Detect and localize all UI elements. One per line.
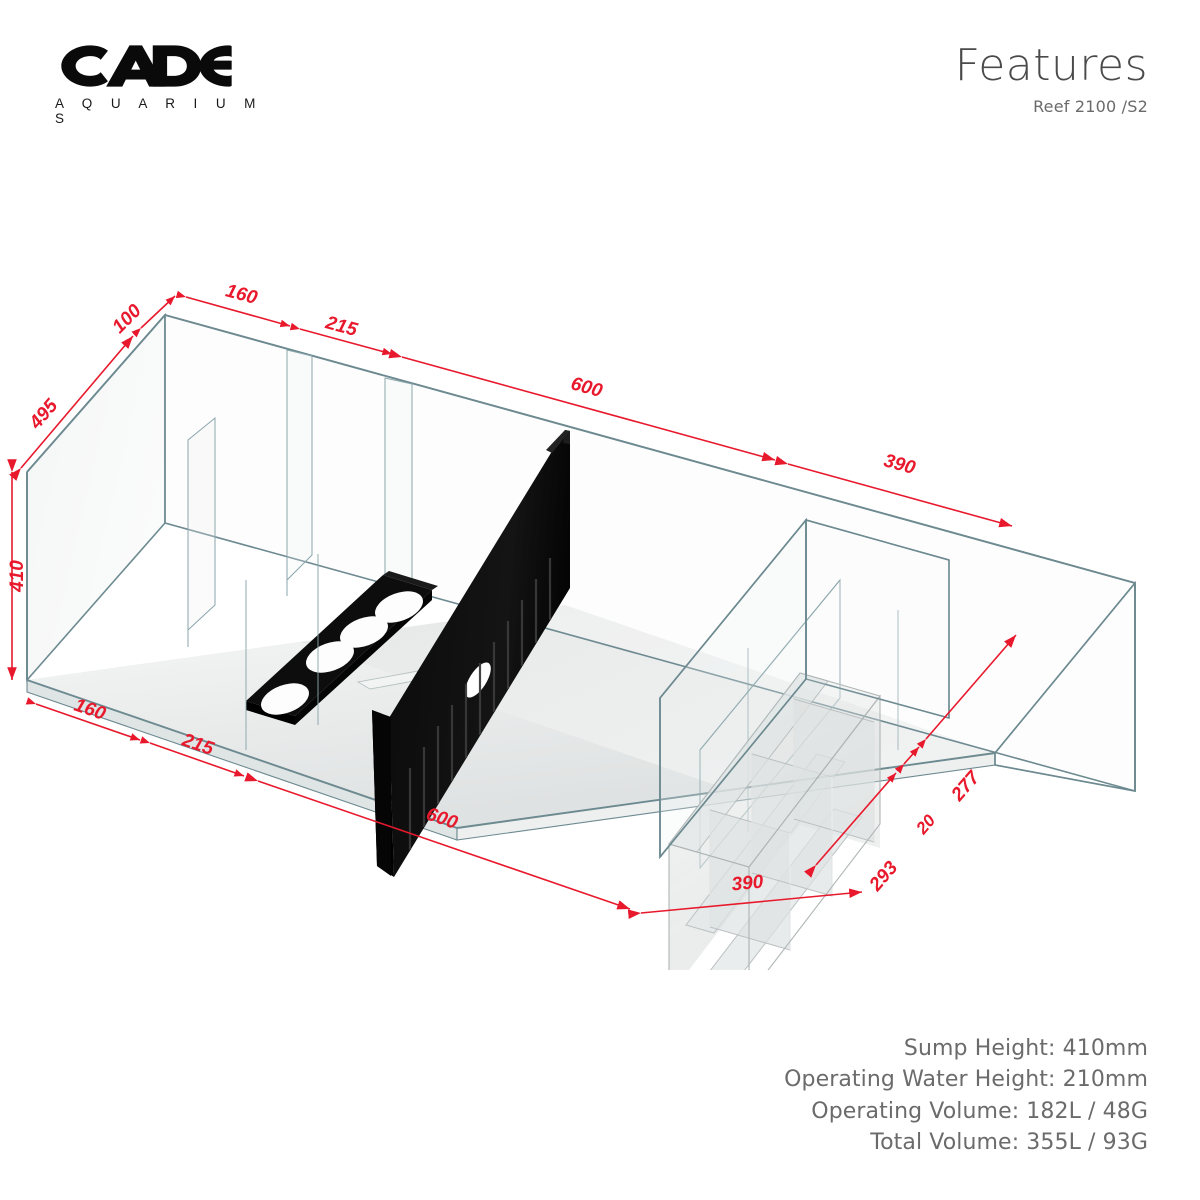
spec-total-volume: Total Volume: 355L / 93G bbox=[870, 1129, 1148, 1155]
right-end-glass-panel bbox=[994, 580, 1136, 792]
dimension-label-600-top: 600 bbox=[568, 373, 605, 402]
specifications-block: Sump Height: 410mm Operating Water Heigh… bbox=[784, 1033, 1148, 1158]
spec-operating-volume: Operating Volume: 182L / 48G bbox=[811, 1098, 1148, 1124]
spec-operating-water-height: Operating Water Height: 210mm bbox=[784, 1067, 1148, 1093]
dimension-annotations bbox=[7, 290, 1017, 919]
dimension-line-495 bbox=[9, 335, 134, 481]
cade-logo: A Q U A R I U M S bbox=[52, 40, 282, 130]
refugium-front-glass-overlay bbox=[659, 517, 950, 860]
page-subtitle: Reef 2100 /S2 bbox=[1033, 97, 1148, 116]
dimension-label-160-top: 160 bbox=[223, 280, 259, 309]
spec-sump-height: Sump Height: 410mm bbox=[903, 1036, 1148, 1062]
dimension-line-160-top bbox=[175, 290, 291, 328]
dimension-label-277: 277 bbox=[947, 766, 985, 806]
dimension-line-277 bbox=[916, 634, 1017, 749]
dimension-line-600-top bbox=[388, 348, 776, 462]
dimension-line-293 bbox=[803, 772, 897, 878]
dimension-label-20: 20 bbox=[912, 811, 940, 839]
page-header: A Q U A R I U M S Features Reef 2100 /S2 bbox=[0, 0, 1200, 150]
dimension-line-600-bottom bbox=[244, 772, 631, 910]
dimension-line-215-top bbox=[289, 322, 393, 356]
dimension-line-160-bottom bbox=[25, 697, 141, 741]
dimension-line-20 bbox=[894, 746, 920, 774]
dimension-label-390-top: 390 bbox=[881, 450, 918, 479]
cade-wordmark-icon bbox=[61, 45, 232, 87]
page-title: Features bbox=[954, 40, 1148, 91]
dimension-label-100: 100 bbox=[108, 300, 146, 338]
dimension-label-410: 410 bbox=[7, 560, 28, 593]
sock-chamber-front-glass bbox=[245, 554, 319, 750]
dimension-label-293: 293 bbox=[865, 857, 903, 896]
dimension-label-390-bottom: 390 bbox=[731, 872, 765, 896]
dimension-line-215-bottom bbox=[139, 736, 245, 777]
header-titles: Features Reef 2100 /S2 bbox=[954, 40, 1148, 117]
dimension-line-100 bbox=[131, 295, 176, 338]
dimension-label-495: 495 bbox=[25, 395, 63, 434]
left-end-glass-panel bbox=[26, 312, 166, 683]
dimension-line-390-top bbox=[774, 455, 1013, 528]
dimension-line-390-bottom bbox=[627, 888, 863, 919]
sump-diagram: 100 495 160 215 600 390 410 160 215 600 … bbox=[0, 150, 1200, 970]
logo-subtitle: A Q U A R I U M S bbox=[55, 96, 263, 126]
